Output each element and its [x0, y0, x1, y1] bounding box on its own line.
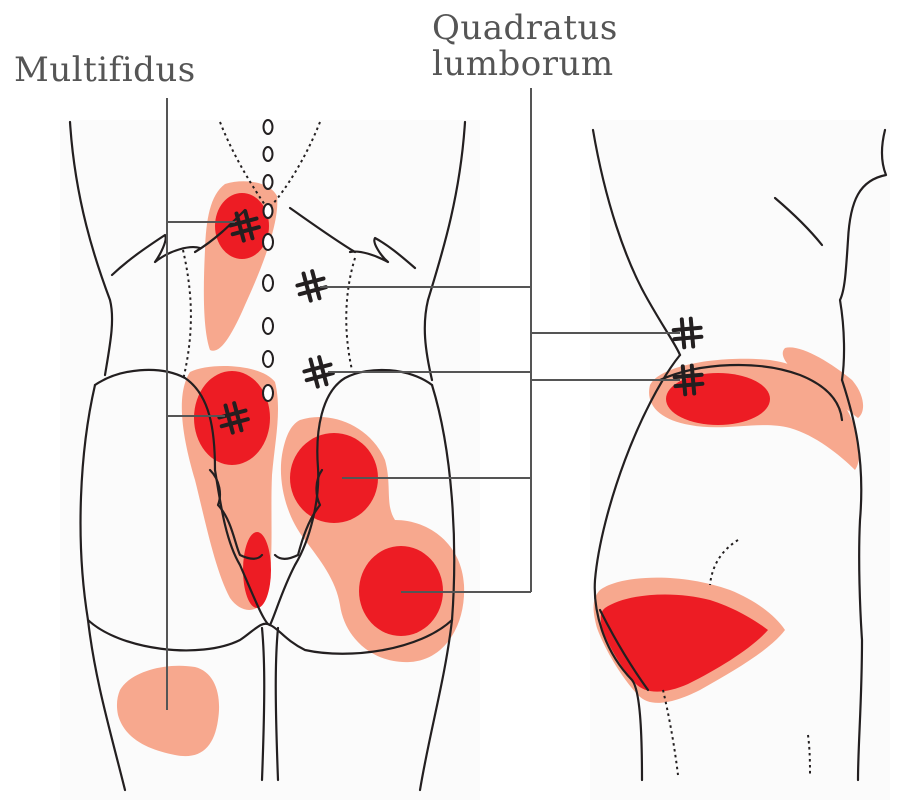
pain-essential-upper-back — [215, 193, 269, 259]
quadratus-label-line2: lumborum — [432, 46, 618, 82]
vertebra — [263, 275, 273, 291]
pain-essential-lower-sacral — [243, 532, 271, 608]
vertebra — [263, 234, 273, 250]
vertebra — [264, 147, 273, 161]
vertebra — [264, 204, 273, 218]
multifidus-label: Multifidus — [14, 52, 196, 88]
vertebra — [263, 318, 273, 334]
pain-essential-sacral — [194, 371, 270, 465]
quadratus-label-line1: Quadratus — [432, 10, 618, 46]
vertebra — [263, 351, 273, 367]
vertebra — [264, 175, 273, 189]
vertebra — [264, 120, 273, 134]
vertebra — [263, 385, 273, 401]
quadratus-lumborum-label: Quadratus lumborum — [432, 10, 618, 82]
pain-essential-hip — [666, 373, 770, 425]
